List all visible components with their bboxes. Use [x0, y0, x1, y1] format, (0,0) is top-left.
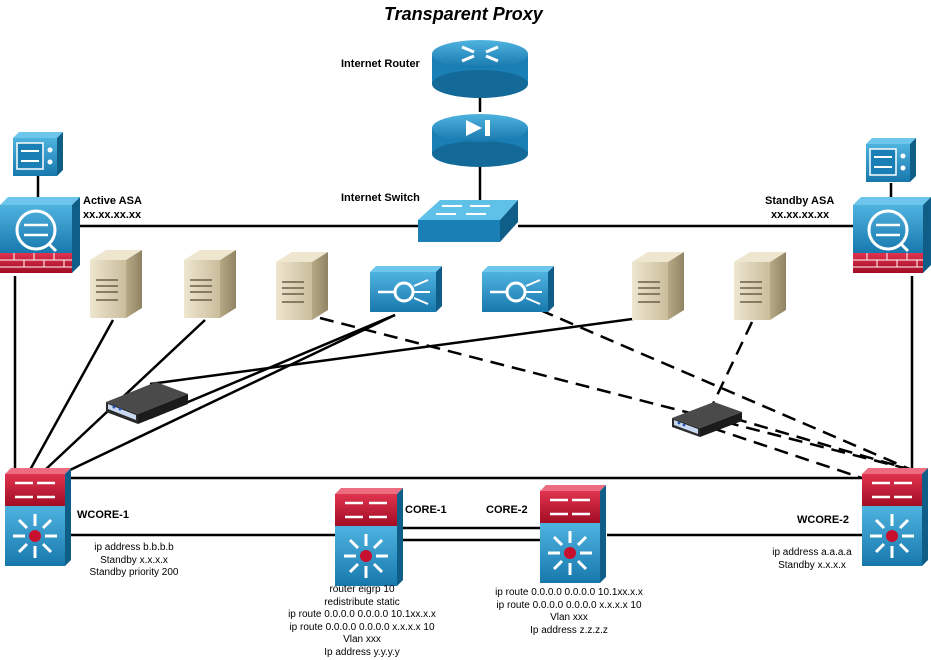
- multilayer-switch-icon: [862, 468, 928, 566]
- config-core1: router eigrp 10 redistribute static ip r…: [274, 584, 450, 659]
- link-wcore1-server1: [28, 319, 115, 471]
- link-appliance2-wcore2-b: [711, 426, 863, 480]
- label-wcore2: WCORE-2: [797, 514, 849, 526]
- router-icon: [432, 114, 528, 167]
- config-wcore2: ip address a.a.a.a Standby x.x.x.x: [762, 547, 862, 572]
- firewall-module-icon: [13, 132, 63, 176]
- label-internet-router: Internet Router: [341, 58, 420, 70]
- link-server7-appliance2: [710, 321, 754, 407]
- config-line: ip route 0.0.0.0 0.0.0.0 10.1xx.x.x: [495, 587, 643, 598]
- link-content2-wcore2: [539, 308, 913, 472]
- asa-firewall-icon: [853, 197, 931, 273]
- link-appliance2-wcore2-a: [711, 410, 913, 472]
- config-line: Standby priority 200: [89, 567, 179, 578]
- config-core2: ip route 0.0.0.0 0.0.0.0 10.1xx.x.x ip r…: [481, 587, 657, 637]
- server-icon: [184, 250, 236, 318]
- config-line: ip route 0.0.0.0 0.0.0.0 x.x.x.x 10: [496, 599, 642, 611]
- appliance-icon: [106, 382, 188, 424]
- config-line: ip route 0.0.0.0 0.0.0.0 10.1xx.x.x: [288, 609, 436, 620]
- link-appliance1-server6: [149, 316, 641, 386]
- label-internet-switch: Internet Switch: [341, 192, 420, 204]
- label-core1: CORE-1: [405, 504, 447, 516]
- asa-firewall-icon: [0, 197, 80, 273]
- config-line: Vlan xxx: [550, 612, 588, 623]
- label-standby-asa-ip: xx.xx.xx.xx: [771, 209, 830, 221]
- label-standby-asa: Standby ASA: [765, 195, 835, 207]
- config-line: Standby x.x.x.x: [778, 559, 846, 571]
- server-icon: [276, 252, 328, 320]
- multilayer-switch-icon: [5, 468, 71, 566]
- config-line: redistribute static: [324, 596, 400, 608]
- config-line: ip address a.a.a.a: [772, 547, 852, 558]
- config-line: ip address b.b.b.b: [94, 542, 174, 553]
- label-active-asa-ip: xx.xx.xx.xx: [83, 209, 142, 221]
- config-line: Vlan xxx: [343, 634, 381, 645]
- server-icon: [734, 252, 786, 320]
- label-core2: CORE-2: [486, 504, 528, 516]
- multilayer-switch-icon: [540, 485, 606, 583]
- server-icon: [632, 252, 684, 320]
- content-engine-icon: [370, 266, 442, 312]
- config-line: router eigrp 10: [329, 584, 395, 595]
- config-line: Standby x.x.x.x: [100, 554, 168, 566]
- label-wcore1: WCORE-1: [77, 509, 129, 521]
- server-icon: [90, 250, 142, 318]
- appliance-icon: [672, 402, 742, 437]
- config-line: Ip address z.z.z.z: [530, 624, 608, 636]
- label-active-asa: Active ASA: [83, 195, 142, 207]
- firewall-module-icon: [866, 138, 916, 182]
- link-wcore1-content1: [69, 313, 396, 472]
- router-icon: [432, 40, 528, 98]
- links: [13, 97, 914, 542]
- switch-icon: [418, 200, 518, 242]
- link-server3-wcore2: [319, 316, 913, 472]
- config-wcore1: ip address b.b.b.b Standby x.x.x.x Stand…: [84, 542, 184, 580]
- content-engine-icon: [482, 266, 554, 312]
- multilayer-switch-icon: [335, 488, 403, 586]
- config-line: Ip address y.y.y.y: [324, 646, 400, 658]
- diagram-title: Transparent Proxy: [384, 4, 543, 24]
- config-line: ip route 0.0.0.0 0.0.0.0 x.x.x.x 10: [289, 621, 435, 633]
